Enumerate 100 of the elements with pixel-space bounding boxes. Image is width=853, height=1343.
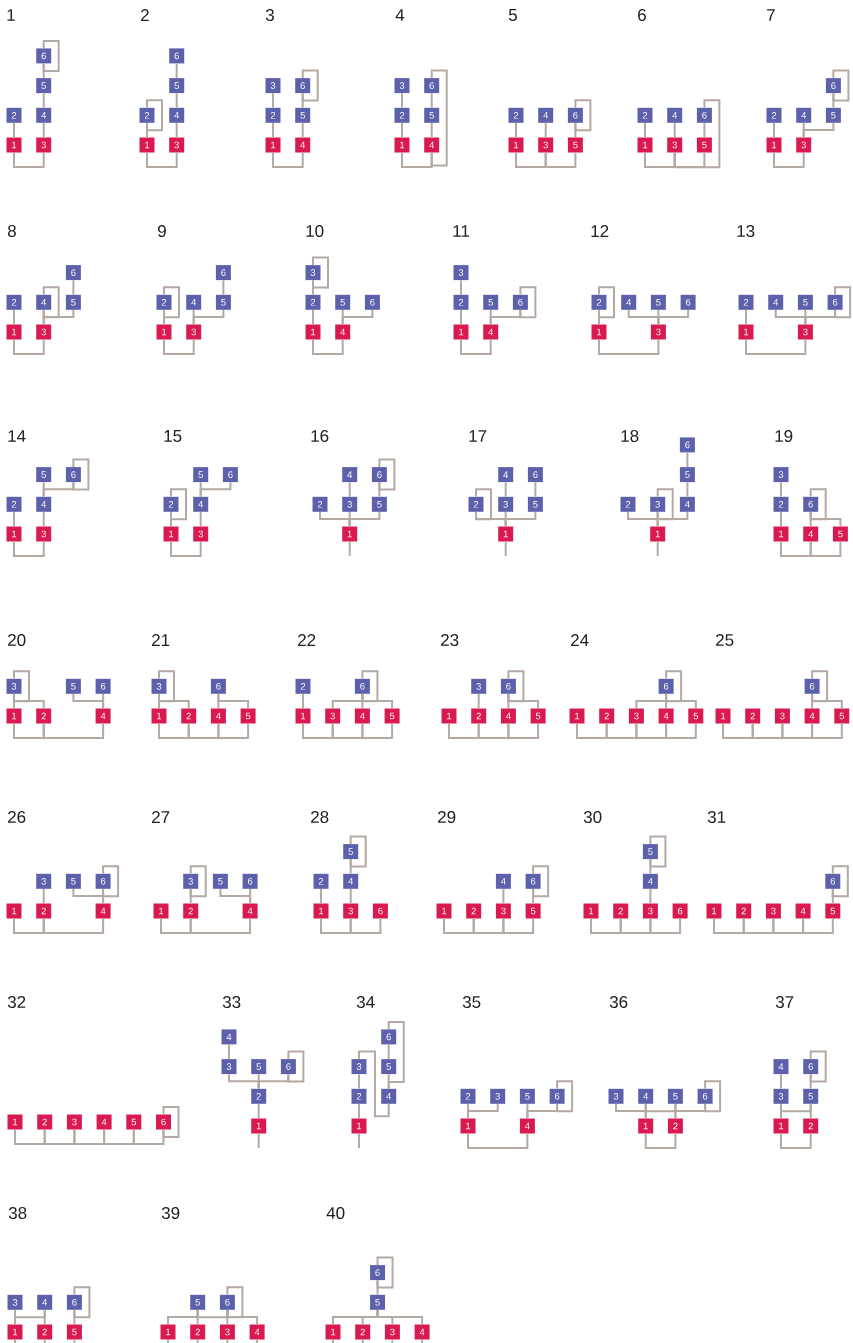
connector-line bbox=[421, 1338, 424, 1343]
connector-line bbox=[358, 1103, 360, 1120]
number-box: 6 bbox=[210, 678, 226, 694]
number-box: 5 bbox=[169, 78, 185, 94]
panel-number: 5 bbox=[508, 9, 517, 21]
number-box: 1 bbox=[394, 137, 410, 153]
connector-line bbox=[477, 693, 480, 710]
connector-line bbox=[504, 511, 537, 528]
panel-number: 20 bbox=[8, 634, 26, 647]
connector-line bbox=[656, 511, 689, 528]
connector-line bbox=[656, 488, 674, 521]
number-box: 1 bbox=[160, 1324, 176, 1340]
number-box: 2 bbox=[766, 107, 782, 123]
connector-line bbox=[532, 865, 550, 898]
panel-number: 38 bbox=[8, 1207, 27, 1220]
panel-number: 39 bbox=[161, 1207, 180, 1220]
connector-line bbox=[187, 722, 220, 739]
number-box: 6 bbox=[381, 1029, 397, 1045]
number-box: 6 bbox=[95, 678, 111, 694]
connector-line bbox=[13, 917, 45, 934]
connector-line bbox=[544, 151, 577, 168]
number-box: 6 bbox=[354, 678, 370, 694]
number-box: 1 bbox=[151, 708, 167, 724]
connector-line bbox=[287, 1050, 305, 1083]
number-box: 3 bbox=[7, 1294, 23, 1310]
connector-line bbox=[460, 309, 462, 326]
connector-line bbox=[649, 835, 667, 868]
number-box: 5 bbox=[212, 873, 228, 889]
connector-line bbox=[228, 1043, 230, 1060]
connector-line bbox=[802, 122, 835, 139]
number-box: 2 bbox=[453, 294, 469, 310]
connector-line bbox=[831, 865, 849, 898]
connector-line bbox=[780, 481, 782, 498]
connector-line bbox=[673, 99, 721, 169]
connector-line bbox=[301, 69, 319, 102]
connector-line bbox=[507, 722, 540, 739]
number-box: 3 bbox=[650, 496, 666, 512]
connector-line bbox=[703, 122, 706, 139]
connector-line bbox=[809, 1050, 827, 1083]
number-box: 2 bbox=[37, 1324, 53, 1340]
number-box: 6 bbox=[372, 903, 388, 919]
number-box: 3 bbox=[538, 137, 554, 153]
connector-line bbox=[348, 540, 351, 557]
number-box: 4 bbox=[36, 496, 52, 512]
number-box: 5 bbox=[335, 294, 351, 310]
number-box: 3 bbox=[797, 324, 813, 340]
panel-number: 9 bbox=[158, 225, 166, 238]
number-box: 4 bbox=[414, 1324, 430, 1340]
panel-number: 26 bbox=[8, 811, 26, 824]
connector-line bbox=[14, 1309, 46, 1319]
connector-line bbox=[199, 511, 202, 528]
number-box: 3 bbox=[183, 873, 199, 889]
number-box: 3 bbox=[773, 467, 789, 483]
connector-line bbox=[160, 917, 192, 934]
number-box: 6 bbox=[500, 678, 516, 694]
connector-line bbox=[515, 122, 517, 139]
connector-line bbox=[686, 451, 689, 468]
connector-line bbox=[146, 151, 178, 168]
connector-line bbox=[576, 722, 608, 739]
number-box: 1 bbox=[569, 708, 585, 724]
number-box: 1 bbox=[715, 708, 731, 724]
number-box: 5 bbox=[525, 903, 541, 919]
number-box: 3 bbox=[453, 265, 469, 281]
number-box: 2 bbox=[6, 496, 22, 512]
panel-number: 12 bbox=[591, 225, 609, 237]
panel-number: 40 bbox=[326, 1207, 345, 1220]
number-box: 5 bbox=[696, 137, 712, 153]
connector-line bbox=[14, 1128, 46, 1145]
connector-line bbox=[175, 62, 178, 79]
number-box: 6 bbox=[280, 1059, 296, 1075]
connector-line bbox=[192, 309, 225, 326]
connector-line bbox=[257, 1103, 260, 1120]
panel-number: 24 bbox=[571, 634, 589, 646]
number-box: 6 bbox=[567, 107, 583, 123]
connector-line bbox=[312, 309, 314, 326]
number-box: 6 bbox=[364, 294, 380, 310]
number-box: 4 bbox=[483, 324, 499, 340]
number-box: 6 bbox=[825, 78, 841, 94]
connector-line bbox=[809, 540, 842, 557]
connector-line bbox=[780, 1073, 782, 1090]
connector-line bbox=[175, 122, 178, 139]
connector-line bbox=[170, 540, 202, 557]
number-box: 4 bbox=[95, 903, 111, 919]
number-box: 6 bbox=[36, 48, 52, 64]
number-box: 5 bbox=[483, 294, 499, 310]
number-box: 3 bbox=[219, 1324, 235, 1340]
connector-line bbox=[391, 1338, 394, 1343]
connector-line bbox=[158, 670, 175, 703]
number-box: 4 bbox=[519, 1118, 535, 1134]
connector-line bbox=[348, 481, 351, 498]
number-box: 3 bbox=[796, 137, 812, 153]
panel-number: 4 bbox=[395, 9, 405, 21]
number-box: 4 bbox=[36, 107, 52, 123]
number-box: 1 bbox=[6, 137, 22, 153]
number-box: 2 bbox=[251, 1088, 267, 1104]
connector-line bbox=[13, 309, 15, 326]
number-box: 1 bbox=[508, 137, 524, 153]
connector-line bbox=[349, 888, 352, 905]
connector-line bbox=[745, 338, 807, 355]
number-box: 6 bbox=[525, 873, 541, 889]
